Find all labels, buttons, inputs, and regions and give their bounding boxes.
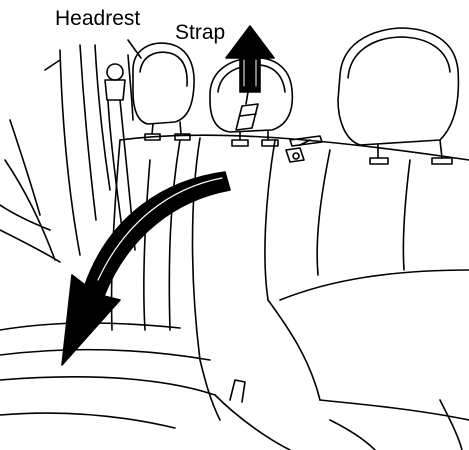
strap-label: Strap xyxy=(175,22,225,43)
headrest-label: Headrest xyxy=(55,8,140,29)
left-headrest xyxy=(128,40,194,140)
right-headrest xyxy=(338,28,458,164)
fold-down-arrow-icon xyxy=(62,172,230,365)
headrest-strap xyxy=(236,92,258,130)
rear-seat-back xyxy=(112,135,469,400)
